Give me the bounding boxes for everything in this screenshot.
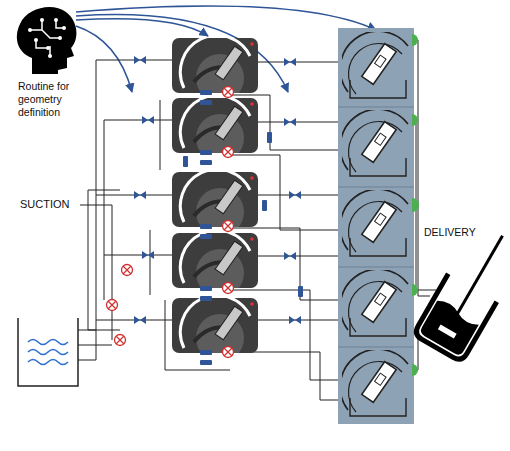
controller-label: Routine for geometry definition [18,80,80,119]
pipe-network-part [88,60,104,360]
valves-part [134,56,146,64]
flow-resistors-part [200,360,212,365]
control-arrows-part [76,6,376,30]
pipe-network [78,40,436,400]
suction-pumps-part [172,295,258,362]
flow-resistors-part [200,90,212,95]
delivery-pumps-part [340,31,408,98]
delivery-pumps [338,31,414,416]
delivery-label: DELIVERY [424,226,476,239]
pipe-network-part [78,330,112,360]
control-arrows-part [76,26,132,92]
pipe-network-part [414,40,430,296]
suction-pumps-part [172,169,258,236]
brain-icon-part [46,46,50,50]
flow-resistors-part [298,286,303,297]
valves-part [289,316,301,324]
flow-resistors-part [267,132,272,143]
brain-icon-part [48,54,52,58]
flow-resistors-part [200,224,212,229]
flow-resistors-part [200,296,212,301]
brain-icon-part [30,20,64,56]
pipe-network-part [88,190,120,330]
delivery-pumps-part [338,107,414,108]
flow-resistors-part [200,350,212,355]
valves-part [284,118,296,126]
brain-icon-part [34,38,38,42]
valves-part [223,221,234,232]
flow-resistors-part [262,200,267,211]
brain-icon-part [40,18,44,22]
valves-part [223,147,234,158]
outlet-ports-part [412,34,418,46]
brain-icon-part [17,7,77,74]
delivery-beaker-part [437,323,458,339]
flow-resistors-part [200,160,212,165]
suction-tank-part [28,340,68,365]
flow-resistors-part [200,234,212,239]
delivery-beaker-part [446,236,503,334]
valves-part [142,251,154,259]
delivery-pumps-part [340,269,408,336]
valves-part [284,58,296,66]
outlet-ports-part [412,198,419,212]
delivery-pumps-part [338,267,414,268]
suction-label: SUCTION [20,198,70,211]
valves-part [289,191,301,199]
flow-resistors-part [183,156,188,167]
valves-part [122,265,133,276]
delivery-pump-band [338,28,414,424]
valves-part [223,283,234,294]
brain-icon [17,7,77,74]
brain-icon-part [62,26,66,30]
brain-icon-part [54,18,58,22]
valves-part [142,116,154,124]
outlet-ports-part [412,364,418,376]
valves-part [223,87,234,98]
delivery-pumps-part [338,187,414,188]
valves-part [115,335,126,346]
flow-resistors-part [200,150,212,155]
valves-part [134,316,146,324]
delivery-pumps-part [340,189,408,256]
suction-pumps-part [172,230,258,297]
brain-icon-part [28,28,32,32]
brain-icon-part [58,36,62,40]
flow-resistors-part [200,100,212,105]
delivery-pumps-part [340,349,408,416]
suction-pumps [172,35,258,362]
flow-resistors [183,90,303,365]
valves-part [134,191,146,199]
valves-part [284,252,296,260]
valves-part [223,347,234,358]
delivery-pumps-part [338,347,414,348]
suction-pumps-part [172,35,258,102]
suction-pumps-part [172,95,258,162]
delivery-pumps-part [340,109,408,176]
valves-part [107,300,118,311]
suction-tank [18,318,78,386]
flow-resistors-part [200,286,212,291]
delivery-beaker [413,222,510,363]
valves [107,56,302,358]
outlet-ports-part [412,114,418,126]
outlet-ports-part [412,284,418,296]
suction-tank-part [18,318,78,386]
